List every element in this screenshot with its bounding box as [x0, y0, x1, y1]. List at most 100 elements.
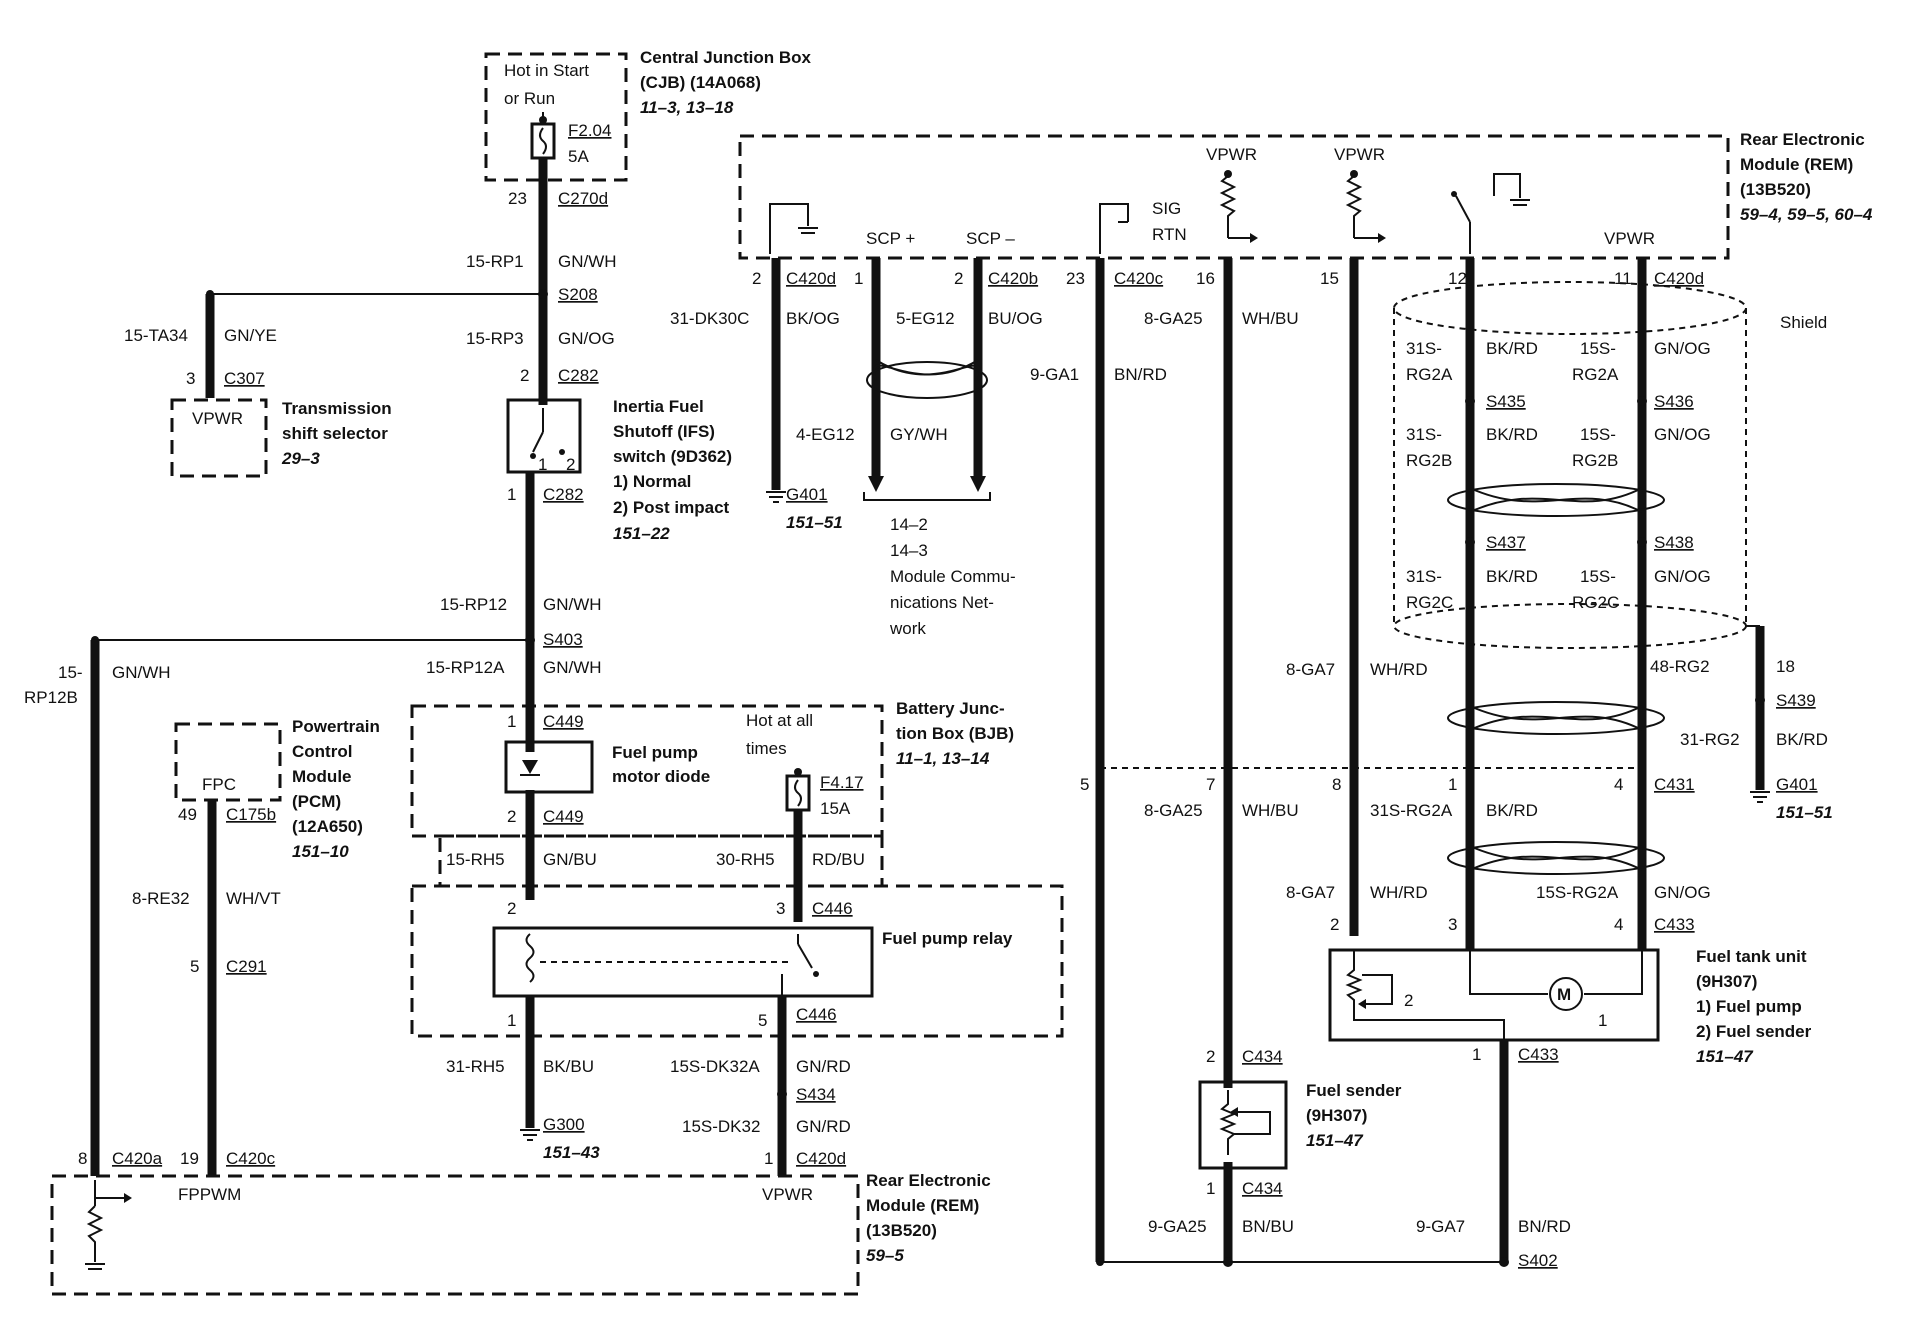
tss-ref: 29–3 — [281, 449, 320, 468]
twisted-pair-icon — [1447, 841, 1665, 875]
wire-label: 15-RP1 — [466, 252, 524, 271]
ground-g401b-icon — [1750, 791, 1770, 803]
wire-color: GY/WH — [890, 425, 948, 444]
cjb-amp: 5A — [568, 147, 589, 166]
wire-label: 31S- — [1406, 425, 1442, 444]
cjb-fuse: F2.04 — [568, 121, 611, 140]
tank-title1: Fuel tank unit — [1696, 947, 1807, 966]
pin-label: 12 — [1448, 269, 1467, 288]
ground-label: G401 — [786, 485, 828, 504]
wire-color: GN/OG — [1654, 883, 1711, 902]
ifs-opt2: 2) Post impact — [613, 498, 730, 517]
wire-label: 15S- — [1580, 339, 1616, 358]
ifs-title1: Inertia Fuel — [613, 397, 704, 416]
pcm-title5: (12A650) — [292, 817, 363, 836]
ifs-title3: switch (9D362) — [613, 447, 732, 466]
wire-label: RP12B — [24, 688, 78, 707]
central-junction-box: Hot in Start or Run F2.04 5A Central Jun… — [484, 48, 812, 182]
rem-top-rtn: RTN — [1152, 225, 1187, 244]
wire-label: 5-EG12 — [896, 309, 955, 328]
splice-s436 — [1637, 396, 1647, 406]
rem-top-scp-minus: SCP – — [966, 229, 1015, 248]
cjb-ref: 11–3, 13–18 — [640, 98, 734, 117]
wire-label: 15S- — [1580, 425, 1616, 444]
wire-color: WH/BU — [1242, 801, 1299, 820]
wire-label: 15-RH5 — [446, 850, 505, 869]
tss-title1: Transmission — [282, 399, 392, 418]
sender-title1: Fuel sender — [1306, 1081, 1402, 1100]
wire-color: GN/OG — [558, 329, 615, 348]
rem-bot-title2: Module (REM) — [866, 1196, 979, 1215]
wire-color: GN/WH — [543, 658, 602, 677]
connector-label: C420b — [988, 269, 1038, 288]
pin-label: 2 — [507, 807, 516, 826]
cjb-title2: (CJB) (14A068) — [640, 73, 761, 92]
wire-color: BK/RD — [1776, 730, 1828, 749]
rem-top-vpwr-2: VPWR — [1334, 145, 1385, 164]
connector-label: C420c — [1114, 269, 1164, 288]
pin-label: 1 — [1472, 1045, 1481, 1064]
ground-g300-icon — [520, 1129, 540, 1141]
wire-label: 15-RP12A — [426, 658, 505, 677]
wire-label: 15-TA34 — [124, 326, 188, 345]
splice-s437 — [1465, 537, 1475, 547]
pin-label: 5 — [758, 1011, 767, 1030]
tank-title2: (9H307) — [1696, 972, 1757, 991]
wire-label: 9-GA1 — [1030, 365, 1079, 384]
splice-label: S435 — [1486, 392, 1526, 411]
connector-label: C446 — [812, 899, 853, 918]
fuel-tank-unit: 2 M 1 Fuel tank unit (9H307) 1) Fuel pum… — [1328, 947, 1812, 1070]
pcm-title1: Powertrain — [292, 717, 380, 736]
connector-label: C434 — [1242, 1179, 1283, 1198]
rem-top-title3: (13B520) — [1740, 180, 1811, 199]
wire-color: BK/OG — [786, 309, 840, 328]
wire-color: GN/RD — [796, 1117, 851, 1136]
wire-color: GN/OG — [1654, 339, 1711, 358]
tss-title2: shift selector — [282, 424, 388, 443]
ground-ref: 151–51 — [786, 513, 843, 532]
wire-label: 15-RP3 — [466, 329, 524, 348]
fuel-pump-motor-diode — [504, 740, 594, 794]
connector-label: C420d — [786, 269, 836, 288]
rem-top-title1: Rear Electronic — [1740, 130, 1865, 149]
pin-label: 2 — [520, 366, 529, 385]
wire-label: 4-EG12 — [796, 425, 855, 444]
wire-label: RG2A — [1406, 365, 1453, 384]
wire-color: BN/RD — [1114, 365, 1167, 384]
pin-label: 8 — [78, 1149, 87, 1168]
ifs-ref: 151–22 — [613, 524, 670, 543]
wire-label: 48-RG2 — [1650, 657, 1710, 676]
battery-junction-box: 1 C449 Fuel pump motor diode 2 C449 Hot … — [410, 699, 1014, 922]
bjb-title2: tion Box (BJB) — [896, 724, 1014, 743]
inertia-fuel-shutoff-switch: 1 2 Inertia Fuel Shutoff (IFS) switch (9… — [506, 397, 732, 543]
rem-bot-vpwr: VPWR — [762, 1185, 813, 1204]
rear-electronic-module-bottom: 8 C420a 19 C420c FPPWM VPWR Rear Electro… — [50, 1149, 991, 1296]
pin-label: 4 — [1614, 775, 1623, 794]
rem-bot-title1: Rear Electronic — [866, 1171, 991, 1190]
splice-label: S403 — [543, 630, 583, 649]
wire-color: GN/WH — [112, 663, 171, 682]
connector-label: C175b — [226, 805, 276, 824]
wire-color: BK/RD — [1486, 801, 1538, 820]
wire-color: GN/OG — [1654, 567, 1711, 586]
wire-label: 30-RH5 — [716, 850, 775, 869]
wire-color: GN/WH — [558, 252, 617, 271]
connector-label: C307 — [224, 369, 265, 388]
tank-opt1: 1) Fuel pump — [1696, 997, 1802, 1016]
pin-label: 18 — [1776, 657, 1795, 676]
pin-label: 2 — [566, 455, 575, 474]
connector-label: C446 — [796, 1005, 837, 1024]
bjb-diode2: motor diode — [612, 767, 710, 786]
wire-label: 8-GA25 — [1144, 801, 1203, 820]
wire-label: 15S-RG2A — [1536, 883, 1619, 902]
pin-label: 1 — [1206, 1179, 1215, 1198]
rem-bot-ref: 59–5 — [866, 1246, 904, 1265]
connector-label: C282 — [558, 366, 599, 385]
rem-top-vpwr-3: VPWR — [1604, 229, 1655, 248]
wire-label: RG2B — [1572, 451, 1618, 470]
rem-top-title2: Module (REM) — [1740, 155, 1853, 174]
wire-label: 15S-DK32A — [670, 1057, 760, 1076]
pin-label: 1 — [854, 269, 863, 288]
connector-label: C420d — [1654, 269, 1704, 288]
pin-label: 1 — [507, 1011, 516, 1030]
